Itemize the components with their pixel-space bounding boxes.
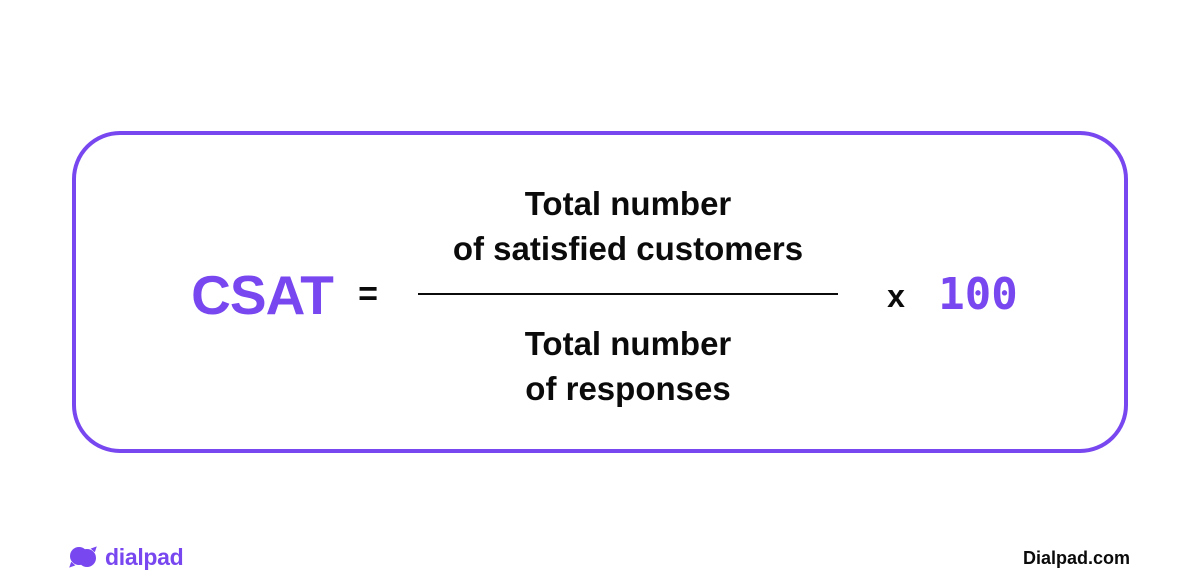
website-label: Dialpad.com (1022, 548, 1130, 568)
numerator-line-1: Total number (524, 185, 732, 222)
numerator-line-2: of satisfied customers (452, 230, 804, 267)
dialpad-logo: dialpad (68, 544, 184, 570)
denominator-line-1: Total number (524, 325, 732, 362)
multiply-sign: x (887, 278, 905, 314)
fraction-bar (418, 293, 838, 295)
dialpad-logo-icon (68, 545, 98, 569)
denominator: Total number of responses (418, 321, 838, 411)
formula-card: CSAT = Total number of satisfied custome… (72, 131, 1128, 453)
equals-sign: = (358, 275, 378, 313)
numerator: Total number of satisfied customers (418, 181, 838, 271)
multiplier-value: 100 (938, 269, 1018, 320)
csat-label: CSAT (191, 264, 334, 326)
denominator-line-2: of responses (525, 370, 731, 407)
brand-wordmark: dialpad (105, 544, 184, 570)
fraction: Total number of satisfied customers Tota… (418, 181, 838, 411)
